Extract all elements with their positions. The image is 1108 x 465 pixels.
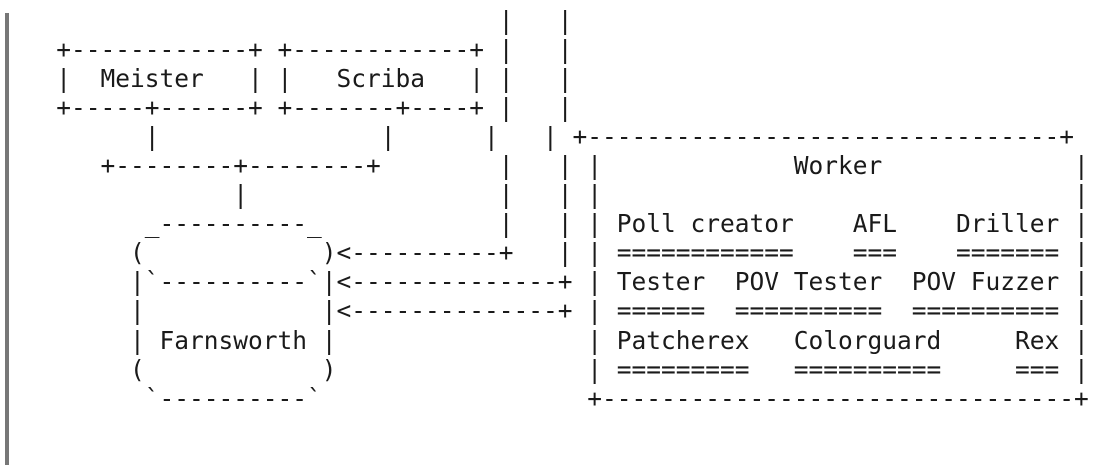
- ascii-art-diagram: | | +------------+ +------------+ | | | …: [56, 6, 1089, 413]
- left-quote-rule: [5, 13, 9, 465]
